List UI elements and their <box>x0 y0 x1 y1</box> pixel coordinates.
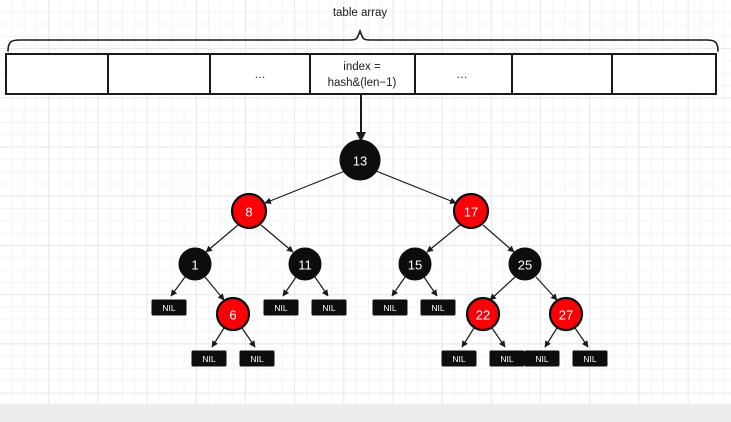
nil-leaf-nil8[interactable]: NIL <box>441 350 477 367</box>
tree-node-label: 27 <box>559 308 573 323</box>
nil-leaf-nil9[interactable]: NIL <box>489 350 525 367</box>
array-cell-index-label-line1: index = <box>343 61 381 73</box>
tree-node-label: 22 <box>476 308 490 323</box>
edge-n15-nil4 <box>391 276 406 297</box>
tree-node-15[interactable]: 15 <box>398 247 432 281</box>
nil-leaf-nil5[interactable]: NIL <box>420 299 456 316</box>
edge-n17-n25 <box>482 224 515 253</box>
edge-n8-n1 <box>205 224 239 253</box>
nil-leaf-label: NIL <box>250 354 264 364</box>
tree-node-label: 17 <box>464 205 478 220</box>
edge-n13-n8 <box>264 170 346 204</box>
table-array-brace <box>7 28 719 52</box>
nil-leaf-nil10[interactable]: NIL <box>524 350 560 367</box>
array-cell-6[interactable] <box>611 53 717 95</box>
tree-node-label: 25 <box>518 258 532 273</box>
tree-node-17[interactable]: 17 <box>452 192 490 230</box>
nil-leaf-nil7[interactable]: NIL <box>239 350 275 367</box>
array-cell-4[interactable] <box>414 53 513 95</box>
edge-n25-n27 <box>535 276 558 301</box>
tree-edges <box>170 170 589 348</box>
tree-node-25[interactable]: 25 <box>508 247 542 281</box>
array-cell-2[interactable] <box>209 53 311 95</box>
edge-n1-n6 <box>204 276 225 301</box>
tree-node-11[interactable]: 11 <box>288 247 322 281</box>
nil-leaf-nil6[interactable]: NIL <box>191 350 227 367</box>
edge-n8-n11 <box>260 224 294 253</box>
nil-leaf-label: NIL <box>322 303 336 313</box>
nil-leaves: NIL NIL NIL NIL NIL NIL <box>151 299 608 367</box>
table-array: … index = hash&(len−1) … <box>5 53 717 95</box>
nil-leaf-label: NIL <box>535 354 549 364</box>
array-cell-index-label-line2: hash&(len−1) <box>328 77 397 89</box>
array-cell-1[interactable] <box>107 53 211 95</box>
tree-node-1[interactable]: 1 <box>178 247 212 281</box>
tree-node-label: 8 <box>245 205 252 220</box>
edge-n6-nil7 <box>241 327 256 348</box>
nil-leaf-nil4[interactable]: NIL <box>372 299 408 316</box>
nil-leaf-label: NIL <box>583 354 597 364</box>
tree-node-label: 1 <box>191 258 198 273</box>
nil-leaf-label: NIL <box>383 303 397 313</box>
nil-leaf-nil1[interactable]: NIL <box>151 299 187 316</box>
tree-node-27[interactable]: 27 <box>548 296 584 332</box>
nil-leaf-label: NIL <box>500 354 514 364</box>
edge-n27-nil10 <box>544 327 558 348</box>
tree-node-label: 13 <box>353 154 367 169</box>
nil-leaf-nil2[interactable]: NIL <box>263 299 299 316</box>
tree-node-6[interactable]: 6 <box>215 296 251 332</box>
nil-leaf-label: NIL <box>162 303 176 313</box>
edge-n22-nil9 <box>491 327 506 348</box>
nil-leaf-label: NIL <box>202 354 216 364</box>
tree-node-label: 11 <box>298 258 312 273</box>
tree-node-8[interactable]: 8 <box>230 192 268 230</box>
edge-n13-n17 <box>375 170 457 204</box>
tree-node-13[interactable]: 13 <box>339 139 381 181</box>
edge-n1-nil1 <box>170 276 186 297</box>
nil-leaf-label: NIL <box>431 303 445 313</box>
edge-n11-nil2 <box>282 276 297 297</box>
tree-node-label: 6 <box>229 308 236 323</box>
array-cell-4-label: … <box>456 69 468 81</box>
nil-leaf-label: NIL <box>274 303 288 313</box>
array-cell-5[interactable] <box>511 53 613 95</box>
edge-n15-nil5 <box>423 276 438 297</box>
edge-n6-nil6 <box>211 327 225 348</box>
tree-node-22[interactable]: 22 <box>465 296 501 332</box>
table-array-caption: table array <box>333 7 388 19</box>
edge-n22-nil8 <box>461 327 475 348</box>
edge-n27-nil11 <box>574 327 589 348</box>
array-cell-index[interactable] <box>309 53 416 95</box>
tree-node-label: 15 <box>408 258 422 273</box>
edge-n17-n15 <box>426 224 461 253</box>
edge-n11-nil3 <box>314 276 329 297</box>
nil-leaf-nil11[interactable]: NIL <box>572 350 608 367</box>
bottom-status-bar <box>0 404 731 422</box>
nil-leaf-nil3[interactable]: NIL <box>311 299 347 316</box>
array-cell-2-label: … <box>254 69 266 81</box>
array-cell-0[interactable] <box>5 53 109 95</box>
tree-nodes: 13 8 17 1 11 15 <box>178 139 584 332</box>
nil-leaf-label: NIL <box>452 354 466 364</box>
edge-n25-n22 <box>489 276 516 301</box>
